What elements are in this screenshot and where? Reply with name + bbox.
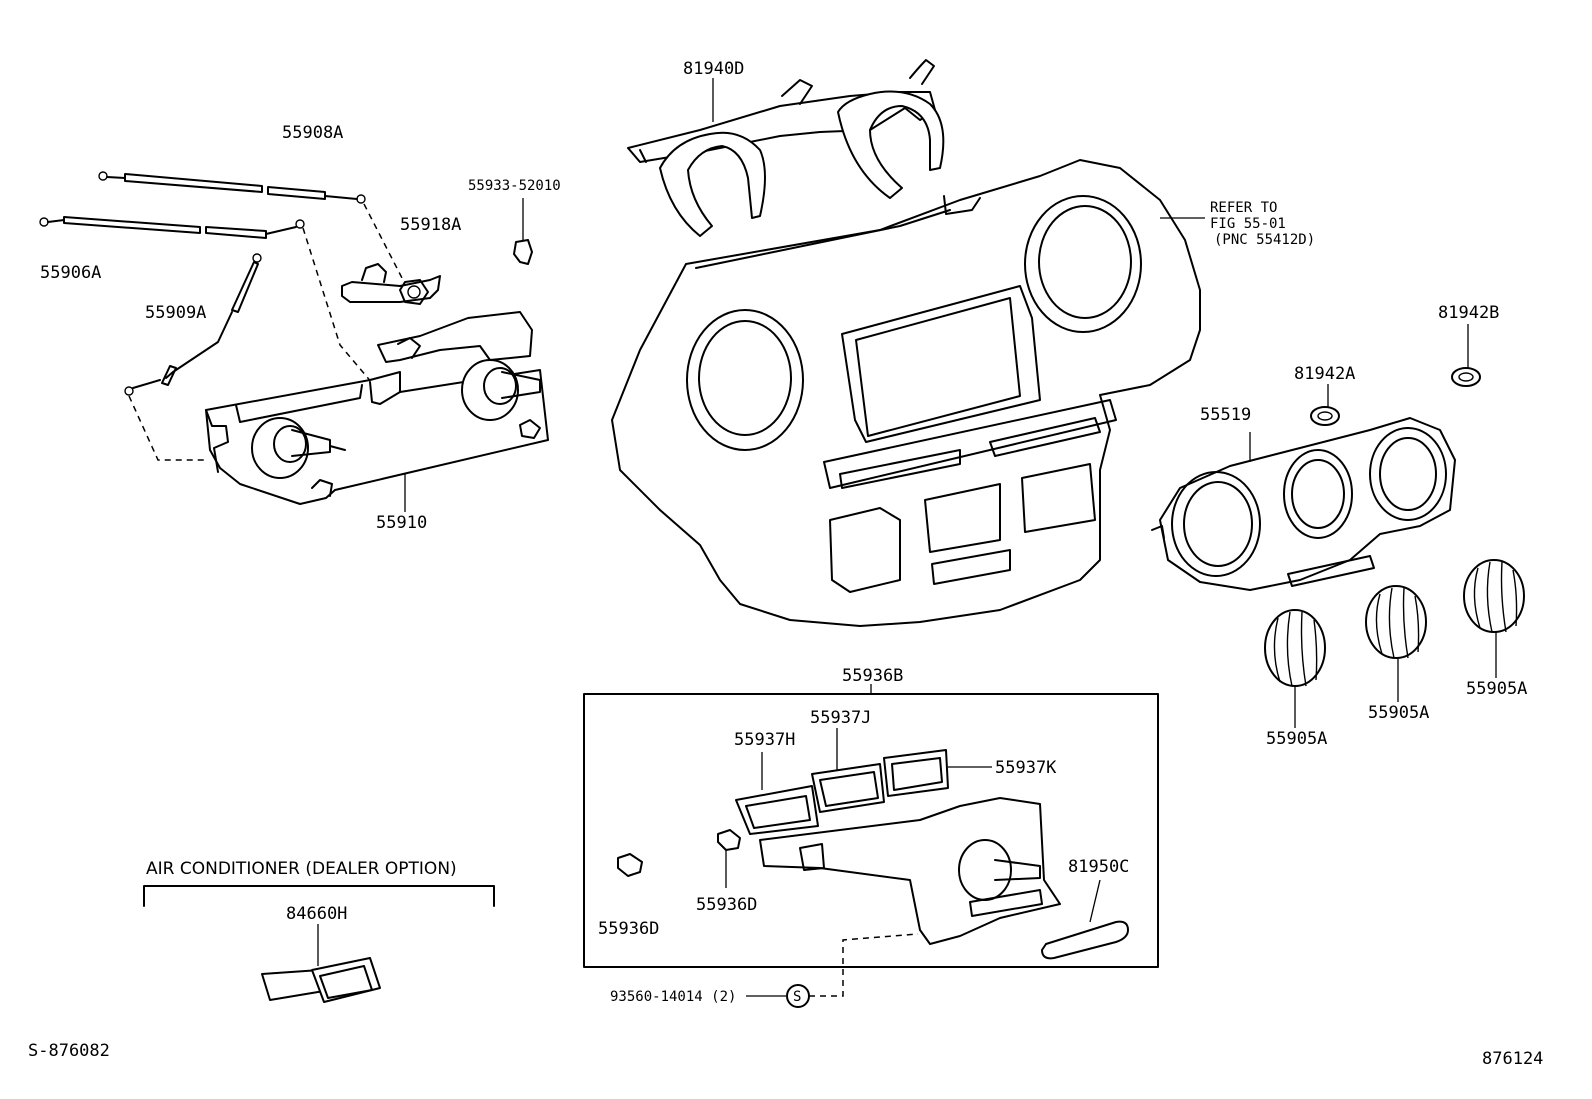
knob-55905A-1 — [1264, 609, 1326, 728]
label-55905A-3: 55905A — [1466, 679, 1527, 699]
lens-81950C — [1041, 879, 1129, 960]
label-55519: 55519 — [1200, 405, 1251, 425]
label-55933-52010: 55933-52010 — [468, 178, 561, 194]
ac-switch-84660H — [261, 924, 381, 1003]
label-81940D: 81940D — [683, 59, 744, 79]
switch-assembly-box-55936B — [583, 684, 1159, 968]
clip-55933 — [513, 198, 533, 265]
bracket-81940D — [627, 59, 945, 237]
label-81942B: 81942B — [1438, 303, 1499, 323]
cable-55906A — [39, 216, 305, 239]
label-55910: 55910 — [376, 513, 427, 533]
label-55936D-2: 55936D — [696, 895, 757, 915]
lever-55918A — [341, 263, 441, 305]
switch-assembly — [735, 728, 1061, 945]
bulb-55936D-1 — [617, 853, 643, 877]
label-ac-dealer-option: AIR CONDITIONER (DEALER OPTION) — [146, 859, 457, 879]
label-84660H: 84660H — [286, 904, 347, 924]
center-bezel — [611, 159, 1205, 627]
label-81942A: 81942A — [1294, 364, 1355, 384]
label-55936D-1: 55936D — [598, 919, 659, 939]
label-55905A-2: 55905A — [1368, 703, 1429, 723]
label-55905A-1: 55905A — [1266, 729, 1327, 749]
label-55918A: 55918A — [400, 215, 461, 235]
label-figure-right: 876124 — [1482, 1049, 1543, 1069]
label-55908A: 55908A — [282, 123, 343, 143]
screw-93560 — [746, 933, 919, 1008]
label-55937H: 55937H — [734, 730, 795, 750]
label-figure-left: S-876082 — [28, 1041, 110, 1061]
label-55906A: 55906A — [40, 263, 101, 283]
knob-55905A-3 — [1463, 559, 1525, 678]
label-screw-symbol: S — [793, 989, 801, 1005]
control-panel-55519 — [1151, 417, 1456, 591]
label-55937K: 55937K — [995, 758, 1057, 778]
label-refer-to: REFER TO — [1210, 200, 1277, 216]
label-55937J: 55937J — [810, 708, 871, 728]
label-93560-14014: 93560-14014 (2) — [610, 989, 736, 1005]
heater-control-55910 — [205, 311, 549, 512]
label-refer-fig: FIG 55-01 — [1210, 216, 1286, 232]
bulb-55936D-2 — [717, 829, 741, 888]
ac-bracket — [143, 885, 495, 907]
label-55909A: 55909A — [145, 303, 206, 323]
cable-55908A — [98, 171, 366, 204]
knob-55905A-2 — [1365, 585, 1427, 702]
retainer-81942B — [1451, 324, 1481, 387]
label-refer-pnc: (PNC 55412D) — [1214, 232, 1315, 248]
retainer-81942A — [1310, 384, 1340, 426]
label-81950C: 81950C — [1068, 857, 1129, 877]
cable-55909A — [124, 253, 262, 396]
label-55936B: 55936B — [842, 666, 903, 686]
